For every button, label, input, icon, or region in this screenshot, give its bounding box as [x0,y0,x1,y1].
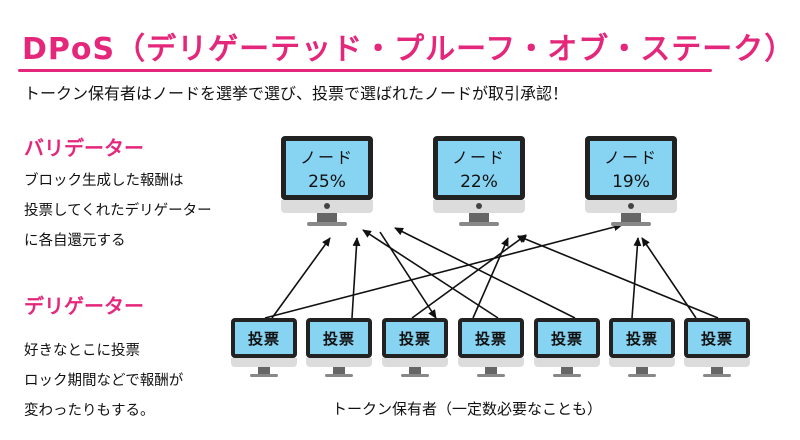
node-label: ノード [603,148,658,167]
title-underline [18,69,712,72]
node-stake-share: 22% [460,172,498,192]
node-label: ノード [451,148,506,167]
vote-arrow [631,237,642,319]
delegator-line: ロック期間などで報酬が [24,373,184,389]
delegator-heading: デリゲーター [24,294,144,318]
vote-arrow [394,227,576,319]
voter-screen: 投票 [538,322,596,354]
vote-arrow [271,237,331,319]
voter-screen: 投票 [688,322,746,354]
vote-arrow [411,234,527,319]
voter-screen: 投票 [310,322,368,354]
node-screen: ノード 19% [590,141,672,195]
vote-label: 投票 [398,329,431,348]
subtitle: トークン保有者はノードを選挙で選び、投票で選ばれたノードが取引承認！ [24,84,569,103]
node-stake-share: 25% [308,172,346,192]
voter-screen: 投票 [462,322,520,354]
delegator-description: 好きなとこに投票 ロック期間などで報酬が 変わったりもする。 [24,336,183,426]
validator-line: に各自還元する [24,233,126,249]
validator-line: ブロック生成した報酬は [24,173,184,189]
delegator-line: 変わったりもする。 [24,403,155,419]
node-screen: ノード 22% [438,141,520,195]
vote-label: 投票 [700,329,733,348]
vote-arrow [264,223,623,319]
voter-screen: 投票 [235,322,293,354]
delegator-line: 好きなとこに投票 [24,343,140,359]
vote-label: 投票 [247,329,280,348]
vote-label: 投票 [550,329,583,348]
vote-label: 投票 [625,329,658,348]
page-title: DPoS（デリゲーテッド・プルーフ・オブ・ステーク） [22,32,796,67]
vote-arrow [351,237,361,319]
vote-label: 投票 [322,329,355,348]
node-stake-share: 19% [612,172,650,192]
node-label: ノード [299,148,354,167]
vote-arrow [362,229,499,319]
validator-description: ブロック生成した報酬は 投票してくれたデリゲーター に各自還元する [24,166,212,256]
node-screen: ノード 25% [286,141,368,195]
validator-heading: バリデーター [24,136,144,160]
voter-screen: 投票 [386,322,444,354]
vote-label: 投票 [474,329,507,348]
voter-screen: 投票 [613,322,671,354]
validator-line: 投票してくれたデリゲーター [24,203,212,219]
vote-arrow [517,235,719,319]
token-holders-label: トークン保有者（一定数必要なことも） [332,400,603,418]
